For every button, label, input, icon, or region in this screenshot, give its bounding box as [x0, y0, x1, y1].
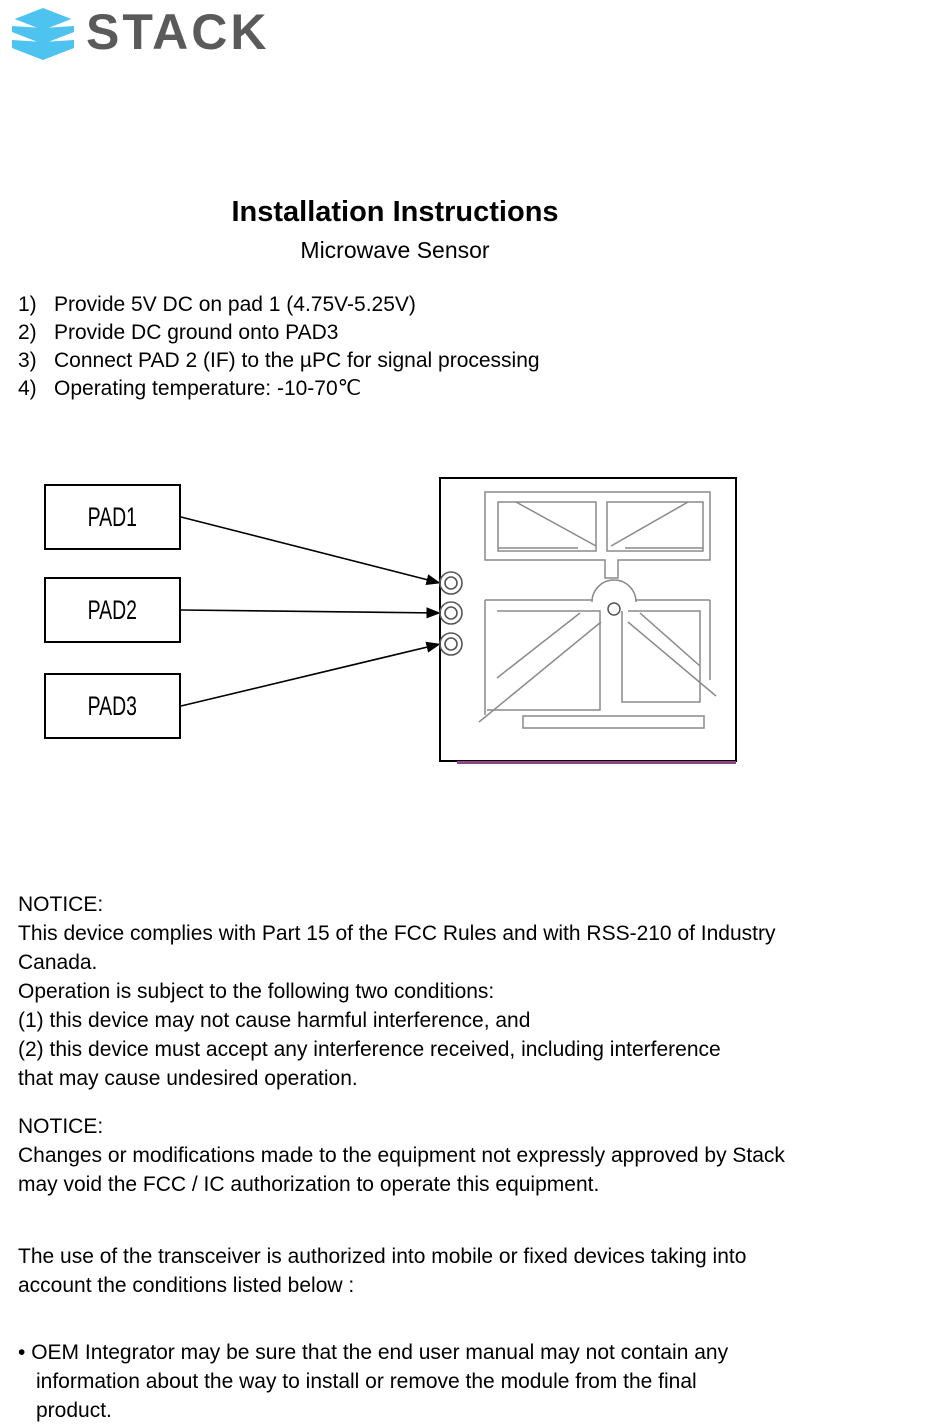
instruction-text: Provide 5V DC on pad 1 (4.75V-5.25V): [54, 293, 416, 316]
notice-heading: NOTICE:: [18, 893, 104, 916]
notice-line: (2) this device must accept any interfer…: [18, 1038, 721, 1061]
brand-header: STACK: [0, 0, 300, 80]
notice-line: Operation is subject to the following tw…: [18, 980, 495, 1003]
bullet-item: • OEM Integrator may be sure that the en…: [18, 1338, 918, 1367]
sensor-diagram: PAD1 PAD2 PAD3: [0, 470, 931, 780]
contact-pads: [439, 571, 463, 656]
brand-wordmark: STACK: [86, 4, 270, 60]
pad2-callout-box: PAD2: [44, 577, 181, 643]
instruction-item: 1) Provide 5V DC on pad 1 (4.75V-5.25V): [18, 291, 898, 319]
pad1-callout-box: PAD1: [44, 484, 181, 550]
instruction-text: Operating temperature: -10-70℃: [54, 377, 362, 400]
instruction-text: Connect PAD 2 (IF) to the µPC for signal…: [54, 349, 540, 372]
board-artwork: [180, 477, 737, 764]
page-title: Installation Instructions: [231, 196, 559, 228]
instruction-item: 4) Operating temperature: -10-70℃: [18, 375, 898, 403]
pad3-label: PAD3: [87, 690, 138, 721]
instruction-number: 2): [18, 321, 37, 344]
notice-line: may void the FCC / IC authorization to o…: [18, 1173, 600, 1196]
bullet-continuation: information about the way to install or …: [36, 1370, 697, 1393]
page-subtitle: Microwave Sensor: [300, 237, 490, 263]
instruction-item: 2) Provide DC ground onto PAD3: [18, 319, 898, 347]
bullet-marker: •: [18, 1341, 26, 1364]
transceiver-paragraph: The use of the transceiver is authorized…: [18, 1242, 918, 1300]
instruction-number: 4): [18, 377, 37, 400]
notice-block-fcc: NOTICE: This device complies with Part 1…: [18, 890, 918, 1093]
pad2-label: PAD2: [87, 594, 138, 625]
pad3-callout-box: PAD3: [44, 673, 181, 739]
notice-line: (1) this device may not cause harmful in…: [18, 1009, 531, 1032]
notice-line: This device complies with Part 15 of the…: [18, 922, 776, 945]
instruction-text: Provide DC ground onto PAD3: [54, 321, 339, 344]
instruction-item: 3) Connect PAD 2 (IF) to the µPC for sign…: [18, 347, 898, 375]
oem-bullet-list: • OEM Integrator may be sure that the en…: [18, 1338, 918, 1425]
pad-leader-lines: [180, 516, 441, 707]
instruction-number: 1): [18, 293, 37, 316]
antenna-traces: [478, 491, 717, 729]
paragraph-line: The use of the transceiver is authorized…: [18, 1245, 747, 1268]
paragraph-line: account the conditions listed below :: [18, 1274, 355, 1297]
instruction-list: 1) Provide 5V DC on pad 1 (4.75V-5.25V) 2…: [18, 291, 898, 403]
notice-line: that may cause undesired operation.: [18, 1067, 358, 1090]
notice-line: Changes or modifications made to the equ…: [18, 1144, 785, 1167]
pad1-label: PAD1: [87, 501, 138, 532]
notice-line: Canada.: [18, 951, 98, 974]
instruction-number: 3): [18, 349, 37, 372]
notice-block-modifications: NOTICE: Changes or modifications made to…: [18, 1112, 918, 1199]
stacked-layers-icon: [8, 6, 78, 70]
notice-heading: NOTICE:: [18, 1115, 104, 1138]
bullet-text: OEM Integrator may be sure that the end …: [31, 1341, 729, 1364]
